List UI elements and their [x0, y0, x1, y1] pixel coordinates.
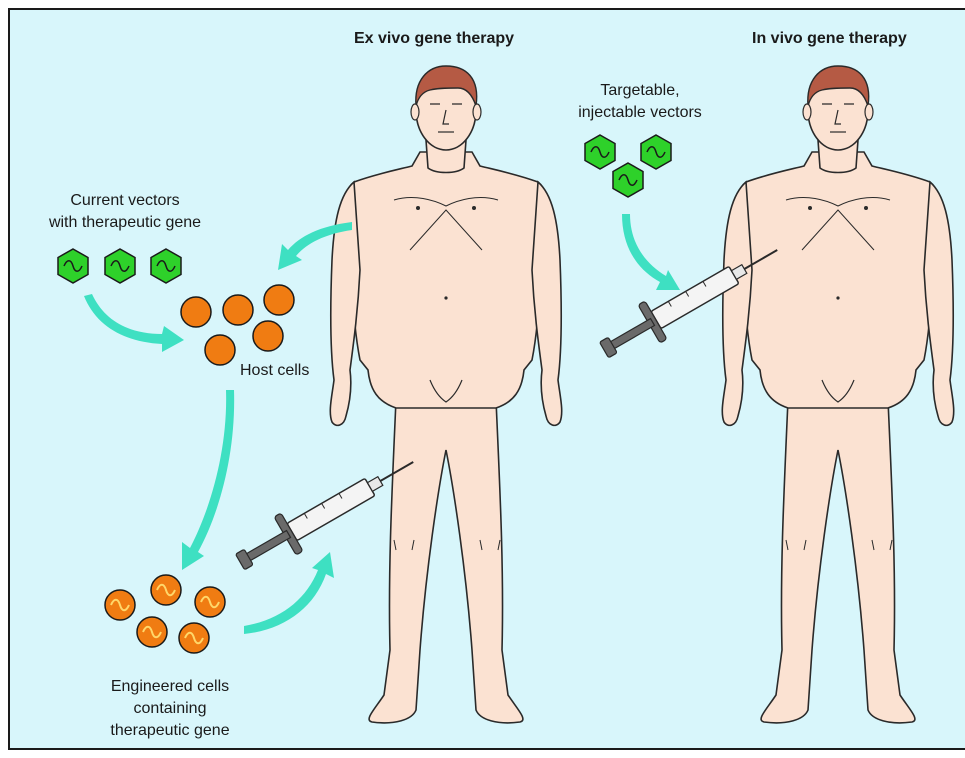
targetable-vector-hexagon-icon	[641, 135, 671, 169]
vector-hexagon-icon	[105, 249, 135, 283]
targetable-vector-hexagon-icon	[585, 135, 615, 169]
ex-vivo-patient-figure	[330, 66, 561, 723]
host-cells-label: Host cells	[240, 360, 309, 382]
arrow-vectors-to-syringe-icon	[622, 214, 680, 290]
in-vivo-title: In vivo gene therapy	[752, 30, 907, 48]
vector-hexagon-icon	[58, 249, 88, 283]
engineered-cells-label-line: therapeutic gene	[70, 720, 270, 742]
engineered-cell-icon	[195, 587, 225, 617]
host-cell-icon	[223, 295, 253, 325]
arrow-to-injection-icon	[244, 552, 334, 634]
targetable-vectors-label: Targetable, injectable vectors	[540, 80, 740, 124]
host-cell-icon	[181, 297, 211, 327]
engineered-cells-label-line: Engineered cells	[70, 676, 270, 698]
vector-hexagon-icon	[151, 249, 181, 283]
engineered-cell-icon	[179, 623, 209, 653]
targetable-vector-hexagon-icon	[613, 163, 643, 197]
arrow-cells-to-engineered-icon	[182, 390, 234, 570]
arrow-vectors-to-cells-icon	[84, 294, 184, 352]
ex-vivo-title: Ex vivo gene therapy	[354, 30, 514, 48]
engineered-cell-icon	[105, 590, 135, 620]
targetable-vectors-label-line: Targetable,	[540, 80, 740, 102]
engineered-cell-icon	[151, 575, 181, 605]
engineered-cell-icon	[137, 617, 167, 647]
host-cell-icon	[205, 335, 235, 365]
in-vivo-patient-figure	[722, 66, 953, 723]
current-vectors-label-line: Current vectors	[30, 190, 220, 212]
host-cell-icon	[264, 285, 294, 315]
host-cell-icon	[253, 321, 283, 351]
engineered-cells-label-line: containing	[70, 698, 270, 720]
current-vectors-label: Current vectors with therapeutic gene	[30, 190, 220, 234]
engineered-cells-label: Engineered cells containing therapeutic …	[70, 676, 270, 742]
current-vectors-label-line: with therapeutic gene	[30, 212, 220, 234]
targetable-vectors-label-line: injectable vectors	[540, 102, 740, 124]
